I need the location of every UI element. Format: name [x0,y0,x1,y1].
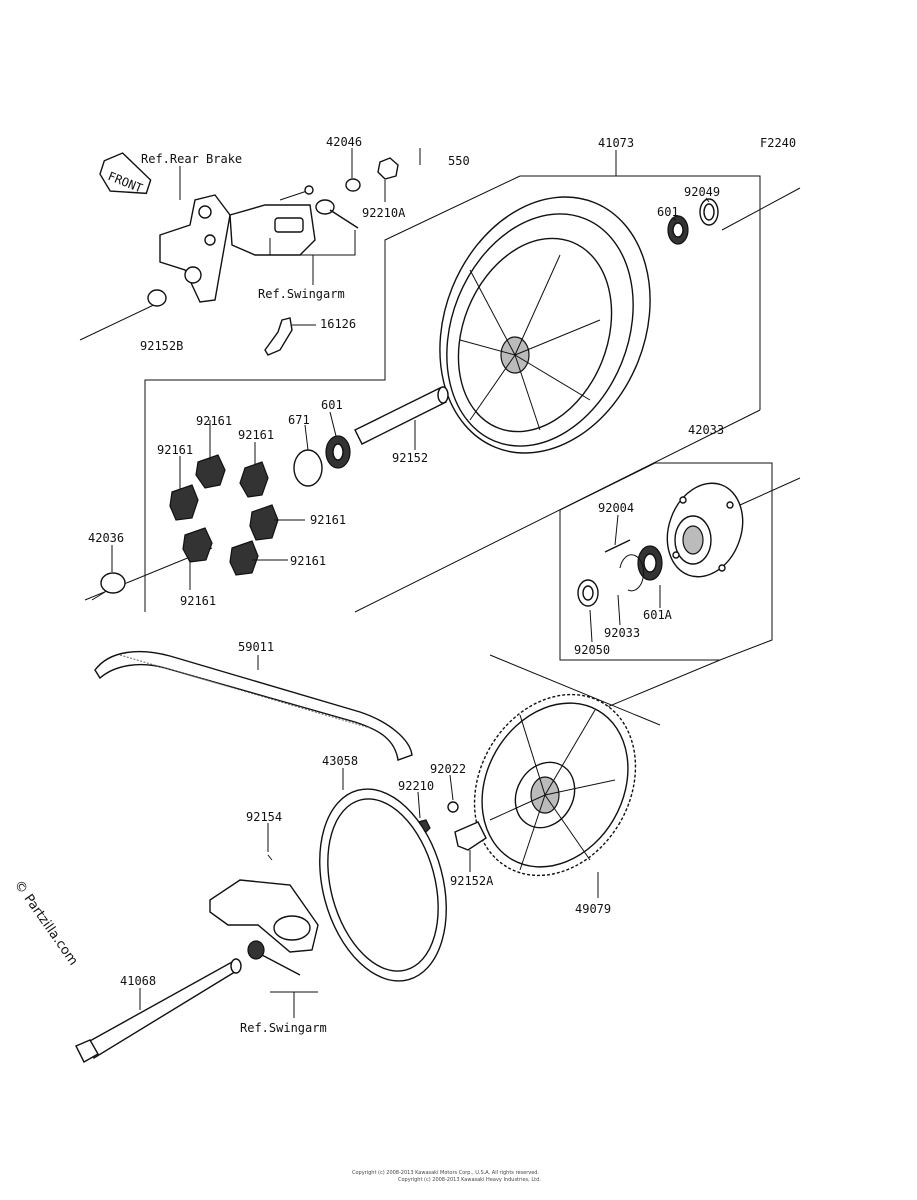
caliper-bracket [159,185,316,303]
label-41073: 41073 [598,136,634,150]
label-92161-e: 92161 [290,554,326,568]
label-92050: 92050 [574,643,610,657]
label-41068: 41068 [120,974,156,988]
drive-belt [94,651,413,761]
label-92161-a: 92161 [196,414,232,428]
label-43058: 43058 [322,754,358,768]
label-92004: 92004 [598,501,634,515]
belt-guard-ring [319,788,447,982]
o-ring-bearing [293,435,351,487]
label-42046: 42046 [326,135,362,149]
label-92022: 92022 [430,762,466,776]
ref-rear-brake: Ref.Rear Brake [141,152,242,166]
hub-bearing-parts [577,539,663,607]
label-42036: 42036 [88,531,124,545]
label-601A: 601A [643,608,673,622]
label-16126: 16126 [320,317,356,331]
front-arrow-icon: FRONT [99,152,152,196]
label-92161-b: 92161 [238,428,274,442]
label-601-mid: 601 [321,398,343,412]
collar-left [100,572,126,594]
label-92210A: 92210A [362,206,406,220]
top-fasteners [147,148,421,356]
sprocket-hub [666,482,744,578]
footer-line1: Copyright (c) 2008-2013 Kawasaki Motors … [352,1170,539,1176]
label-671: 671 [288,413,310,427]
label-92152: 92152 [392,451,428,465]
ref-swingarm-bottom: Ref.Swingarm [240,1021,327,1035]
label-42033: 42033 [688,423,724,437]
label-59011: 59011 [238,640,274,654]
chain-adjuster [209,879,319,976]
axle-spacer [354,386,449,445]
footer-line2: Copyright (c) 2008-2013 Kawasaki Heavy I… [398,1177,541,1183]
label-92154: 92154 [246,810,282,824]
hub-dampers [169,454,279,576]
label-49079: 49079 [575,902,611,916]
rear-wheel [439,196,651,454]
label-leaders [111,148,710,1010]
wheel-bearings [667,198,719,245]
label-92152B: 92152B [140,339,183,353]
ref-swingarm-top: Ref.Swingarm [258,287,345,301]
label-92049: 92049 [684,185,720,199]
label-92161-c: 92161 [157,443,193,457]
frame-lines [79,175,801,726]
sprocket-fasteners [267,801,487,861]
label-92033: 92033 [604,626,640,640]
label-92161-d: 92161 [310,513,346,527]
rear-axle [75,958,242,1063]
label-92152A: 92152A [450,874,494,888]
diagram-code: F2240 [760,136,796,150]
label-550: 550 [448,154,470,168]
belt-sprocket [473,693,637,877]
label-92210: 92210 [398,779,434,793]
label-601-top: 601 [657,205,679,219]
watermark: © Partzilla.com [11,878,81,969]
label-92161-f: 92161 [180,594,216,608]
